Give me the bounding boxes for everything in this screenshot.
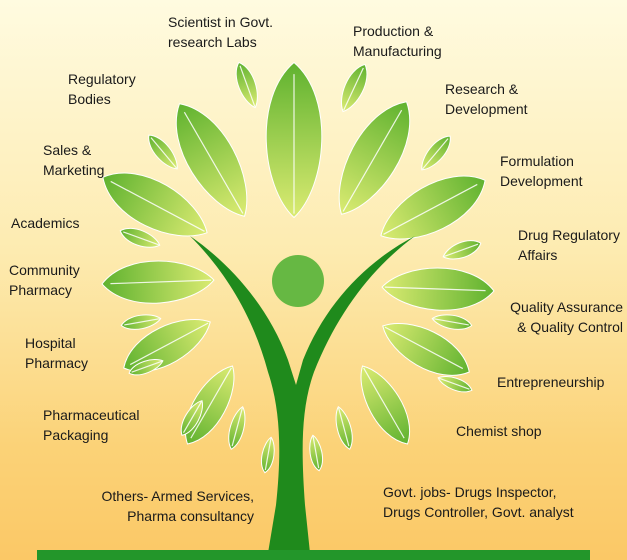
label-regulatory-bodies: Regulatory Bodies xyxy=(68,71,136,107)
leaf-vein-14 xyxy=(150,137,177,169)
leaf-vein-9 xyxy=(384,326,464,370)
label-research: Research & Development xyxy=(445,81,528,117)
ground-line xyxy=(37,550,590,560)
label-chemist: Chemist shop xyxy=(456,423,542,439)
label-govt-jobs: Govt. jobs- Drugs Inspector, Drugs Contr… xyxy=(383,484,574,520)
leaf-vein-20 xyxy=(131,360,163,373)
leaf-vein-26 xyxy=(264,438,272,471)
tree-head xyxy=(272,255,324,307)
leaf-vein-24 xyxy=(338,407,350,447)
label-hospital: Hospital Pharmacy xyxy=(25,335,89,371)
tree-trunk xyxy=(190,236,415,553)
leaf-vein-21 xyxy=(438,377,470,390)
leaf-vein-3 xyxy=(342,109,403,212)
leaf-vein-22 xyxy=(182,401,203,434)
leaf-vein-2 xyxy=(183,111,244,214)
leaf-vein-18 xyxy=(124,318,160,326)
leaf-vein-6 xyxy=(110,279,212,285)
leaf-cluster xyxy=(101,61,495,474)
label-community: Community Pharmacy xyxy=(9,262,80,298)
leaf-vein-11 xyxy=(363,367,405,439)
leaf-vein-16 xyxy=(123,231,159,246)
leaf-vein-8 xyxy=(129,322,209,366)
leaf-vein-19 xyxy=(433,318,469,326)
label-academics: Academics xyxy=(11,215,80,231)
label-drug-regulatory: Drug Regulatory Affairs xyxy=(518,227,620,263)
label-quality: Quality Assurance & Quality Control xyxy=(510,299,623,335)
leaf-vein-15 xyxy=(422,138,449,170)
leaf-vein-7 xyxy=(384,286,486,292)
label-formulation: Formulation Development xyxy=(500,153,583,189)
label-others: Others- Armed Services, Pharma consultan… xyxy=(101,488,255,524)
leaf-vein-4 xyxy=(110,180,205,232)
label-production: Production & Manufacturing xyxy=(353,23,442,59)
label-scientist: Scientist in Govt. research Labs xyxy=(168,14,274,50)
leaf-vein-25 xyxy=(312,436,320,469)
leaf-vein-13 xyxy=(239,65,256,107)
leaf-vein-12 xyxy=(343,67,364,111)
leaf-vein-23 xyxy=(231,407,243,447)
leaf-vein-17 xyxy=(443,243,479,258)
label-entrepreneurship: Entrepreneurship xyxy=(497,374,605,390)
leaf-vein-10 xyxy=(190,367,232,439)
label-packaging: Pharmaceutical Packaging xyxy=(43,407,140,443)
label-sales: Sales & Marketing xyxy=(43,142,105,178)
leaf-vein-5 xyxy=(383,183,478,235)
